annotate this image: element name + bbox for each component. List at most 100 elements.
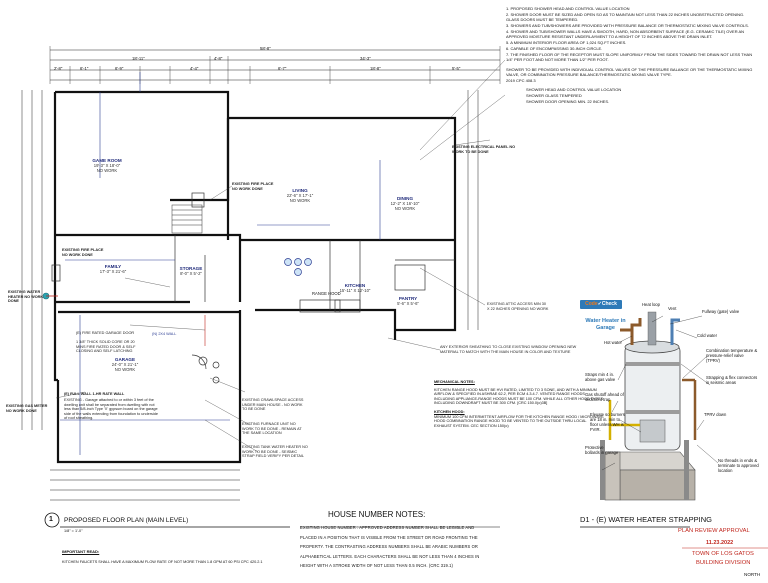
note-line: SHOWER HEAD AND CONTROL VALUE LOCATION (526, 87, 622, 92)
note-line: 3. SHOWERS AND TUB/SHOWERS ARE PROVIDED … (506, 23, 749, 28)
dim-top: 5'-5" (452, 66, 461, 71)
dim-top: 18'-8" (370, 66, 381, 71)
label-cold-water: Cold water (697, 333, 718, 338)
north-label: NORTH (744, 572, 761, 577)
room-size: 19'-3" X 18'-0" (93, 163, 121, 168)
note-line: 7. THE FINISHED FLOOR OF THE RECEPTOR MU… (506, 52, 753, 62)
dim-top: 6'-7" (278, 66, 287, 71)
note-line: SHOWER GLASS TEMPERED (526, 93, 582, 98)
callout-fire-rated-door-detail: 1 3/8" THICK SOLID CORE OR 20 MINS FIRE … (76, 340, 136, 354)
note-line: SHOWER DOOR OPENING MIN. 22 INCHES. (526, 99, 610, 104)
room-pantry: PANTRY 5'-6" X 5'-6" (393, 296, 423, 306)
callout-fire-wall-detail: EXISTING - Garage attached to or within … (64, 398, 158, 421)
callout-water-heater: EXISTING WATER HEATER NO WORK DONE (8, 290, 44, 304)
callout-tankless: EXISTING TANK WATER HEATER NO WORK TO BE… (242, 445, 308, 459)
room-size: 5'-6" X 5'-6" (397, 301, 419, 306)
plan-title: PROPOSED FLOOR PLAN (MAIN LEVEL) (64, 517, 189, 524)
note-line: 5. A MINIMUM INTERIOR FLOOR AREA OF 1,02… (506, 40, 627, 45)
room-name: KITCHEN (344, 283, 366, 288)
label-bollards: Protective bollards in garage (585, 445, 619, 455)
water-heater-title: Water Heater in Garage (585, 318, 626, 331)
room-family: FAMILY 17'-3" X 21'-6" (88, 264, 138, 274)
callout-fire-rated-door: (E) FIRE RATED GARAGE DOOR (76, 331, 135, 335)
label-heat-loop: Heat loop (642, 302, 660, 307)
callout-crawlspace: EXISTING CRAWLSPACE ACCESS UNDER MAIN HO… (242, 398, 304, 412)
room-garage: GARAGE 24'-0" X 21'-1" NO WORK (100, 357, 150, 372)
mechanical-body: KITCHEN RANGE HOOD MUST BE HVI RATED, LI… (434, 387, 604, 406)
house-number-line: HEIGHT WITH A STROKE WIDTH OF NOT LESS T… (300, 563, 453, 568)
label-combination: Combination temperature & pressure-relie… (706, 348, 758, 363)
shower-notes: 1. PROPOSED SHOWER HEAD AND CONTROL VALU… (506, 6, 756, 105)
room-name: GARAGE (114, 357, 136, 362)
label-fullway: Fullway (gate) valve (702, 309, 740, 314)
room-name: DINING (396, 196, 414, 201)
kitchen-hood-body: MINIMUM 100 CFM INTERMITTENT AIRFLOW FOR… (434, 414, 604, 428)
label-gas-shutoff: Gas shutoff ahead of sediment trap (585, 392, 624, 402)
callout-fire-place-left: EXISTING FIRE PLACE NO WORK DONE (62, 248, 104, 257)
stamp-review: PLAN REVIEW APPROVAL (678, 528, 750, 534)
callout-furnace: EXISTING FURNACE UNIT NO WORK TO BE DONE… (242, 422, 302, 436)
label-no-threads: No threads in ends & terminate to approv… (718, 458, 759, 473)
room-name: LIVING (292, 188, 308, 193)
label-strapping: Strapping & flex connectors in seismic a… (706, 375, 758, 385)
stamp-town: TOWN OF LOS GATOS (692, 551, 754, 557)
dim-top: 18'-11" (132, 56, 145, 61)
callout-gas-meter: EXISTING GAS METER NO WORK DONE (6, 404, 48, 413)
callout-new-wall: (N) 2X4 WALL (152, 332, 177, 336)
badge-prefix: Code (585, 301, 598, 307)
label-hot-water: Hot water (604, 340, 622, 345)
callout-electrical-panel: EXISTING ELECTRICAL PANEL NO WORK TO BE … (452, 145, 516, 154)
plan-scale: 1/8" = 1'-0" (64, 529, 83, 533)
water-heater-illustration (600, 311, 719, 501)
room-note: NO WORK (289, 198, 311, 203)
mechanical-title: MECHANICAL NOTES: (434, 380, 475, 384)
label-vent: Vent (668, 306, 677, 311)
house-number-title: HOUSE NUMBER NOTES: (328, 510, 426, 519)
room-name: FAMILY (104, 264, 122, 269)
callout-attic-access: EXISTING ATTIC ACCESS MIN 30 X 22 INCHES… (487, 302, 549, 311)
room-size: 24'-0" X 21'-1" (111, 362, 139, 367)
label-straps: Straps min 4 in. above gas valve (585, 372, 616, 382)
room-size: 22'-6" X 17'-1" (286, 193, 314, 198)
callout-fire-place-top: EXISTING FIRE PLACE NO WORK DONE (232, 182, 274, 191)
callout-sheathing: ANY EXTERIOR SHEATHING TO CLOSE EXISTING… (440, 345, 577, 354)
room-size: 17'-3" X 21'-6" (99, 269, 127, 274)
room-name: GAME ROOM (92, 158, 122, 163)
room-name: PANTRY (398, 296, 418, 301)
plan-number: 1 (49, 516, 53, 523)
room-size: 15'-11" X 12'-10" (339, 288, 371, 293)
badge-suffix: Check (601, 301, 617, 307)
room-dining: DINING 12'-2" X 16'-10" NO WORK (380, 196, 430, 211)
dim-top: 4'-8" (214, 56, 223, 61)
room-kitchen: KITCHEN 15'-11" X 12'-10" (335, 283, 375, 293)
important-title: IMPORTANT READ: (62, 549, 100, 554)
note-line: SHOWER TO BE PROVIDED WITH INDIVIDUAL CO… (506, 67, 753, 77)
room-note: NO WORK (394, 206, 416, 211)
dim-top: 6'-1" (80, 66, 89, 71)
kitchen-hood-title: KITCHEN HOOD: (434, 409, 465, 414)
room-living: LIVING 22'-6" X 17'-1" NO WORK (275, 188, 325, 203)
mechanical-notes: MECHANICAL NOTES: KITCHEN RANGE HOOD MUS… (434, 380, 604, 428)
note-line: 1. PROPOSED SHOWER HEAD AND CONTROL VALU… (506, 6, 630, 11)
dim-top: 6'-9" (115, 66, 124, 71)
note-line: 2019 CPC 408.3 (506, 78, 536, 83)
house-number-line: PROPERTY. THE CONTRASTING ADDRESS NUMBER… (300, 544, 478, 549)
room-size: 8'-0" X 5'-2" (180, 271, 202, 276)
room-name: STORAGE (179, 266, 203, 271)
important-body: KITCHEN FAUCETS SHALL HAVE A MAXIMUM FLO… (62, 560, 263, 564)
room-note: NO WORK (96, 168, 118, 173)
room-game: GAME ROOM 19'-3" X 18'-0" NO WORK (82, 158, 132, 173)
room-storage: STORAGE 8'-0" X 5'-2" (178, 266, 204, 276)
stamp-division: BUILDING DIVISION (696, 560, 751, 566)
callout-fire-wall-title: (E) FULL WALL 1-HR RATE WALL (64, 392, 125, 396)
dim-overall: 58'-8" (260, 46, 271, 51)
note-line: 2. SHOWER DOOR MUST BE SIZED AND OPEN SO… (506, 12, 745, 22)
dim-top: 34'-3" (360, 56, 371, 61)
range-hood-label: RANGE HOOD (312, 291, 341, 296)
house-number-line: EXISTING HOUSE NUMBER : APPROVED ADDRESS… (300, 525, 475, 530)
label-tprv-down: TPRV down (704, 412, 727, 417)
detail-title: D1 - (E) WATER HEATER STRAPPING (580, 515, 712, 524)
label-elevate: Elevate so burners are 18 in. min to flo… (590, 412, 625, 432)
dim-top: 4'-4" (190, 66, 199, 71)
